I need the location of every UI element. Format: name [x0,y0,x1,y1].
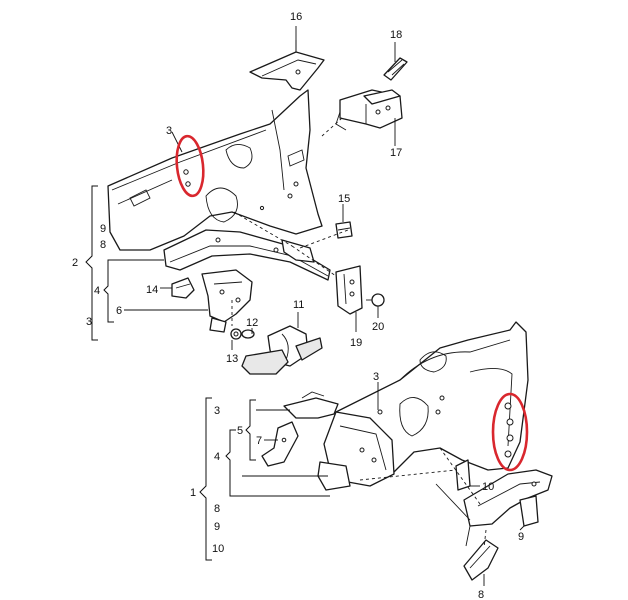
highlight-ellipse-top [175,134,205,198]
label-6: 6 [116,305,122,317]
part-19 [335,265,363,315]
part-16 [249,40,325,91]
part-6 [201,269,253,333]
part-5 [283,391,339,419]
part-11 [241,325,323,375]
label-18: 18 [390,29,402,41]
label-8-bottom: 8 [478,589,484,600]
part-15 [335,221,353,239]
label-3-bottom: 3 [373,371,379,383]
label-19: 19 [350,337,362,349]
label-13: 13 [226,353,238,365]
label-2: 2 [72,257,78,269]
label-3-brace-top: 3 [86,316,92,328]
label-20: 20 [372,321,384,333]
part-7 [261,421,299,467]
label-3-brace-bottom: 3 [214,405,220,417]
label-8-brace-bottom: 8 [214,503,220,515]
label-12: 12 [246,317,258,329]
callout-labels: 16 18 17 3 15 9 8 2 4 14 6 3 11 12 13 19… [72,11,524,600]
label-17: 17 [390,147,402,159]
label-1: 1 [190,487,196,499]
bottom-longitudinal-member [317,411,395,491]
part-20 [366,293,385,307]
explosion-lines [231,117,487,549]
label-9-brace-bottom: 9 [214,521,220,533]
braces-top [85,185,164,341]
part-14 [171,277,195,299]
label-9-right: 9 [518,531,524,543]
label-10-brace-bottom: 10 [212,543,224,555]
highlight-ellipse-bottom [491,392,529,472]
part-3-top-panel [107,89,323,251]
label-5: 5 [237,425,243,437]
label-14: 14 [146,284,158,296]
part-9-right-strut [435,469,553,547]
part-18 [383,57,408,81]
label-4-bottom: 4 [214,451,220,463]
braces-bottom [199,397,330,561]
part-12-13 [230,328,255,340]
top-longitudinal-member [163,229,331,281]
part-8-bottom-plate [463,539,499,581]
part-17 [335,89,403,131]
label-7: 7 [256,435,262,447]
part-10 [455,459,471,491]
label-9-left: 9 [100,223,106,235]
label-10: 10 [482,481,494,493]
label-4-top: 4 [94,285,100,297]
label-16: 16 [290,11,302,23]
label-8-left: 8 [100,239,106,251]
label-3-top: 3 [166,125,172,137]
label-11: 11 [293,299,304,311]
leader-lines [124,26,525,586]
label-15: 15 [338,193,350,205]
